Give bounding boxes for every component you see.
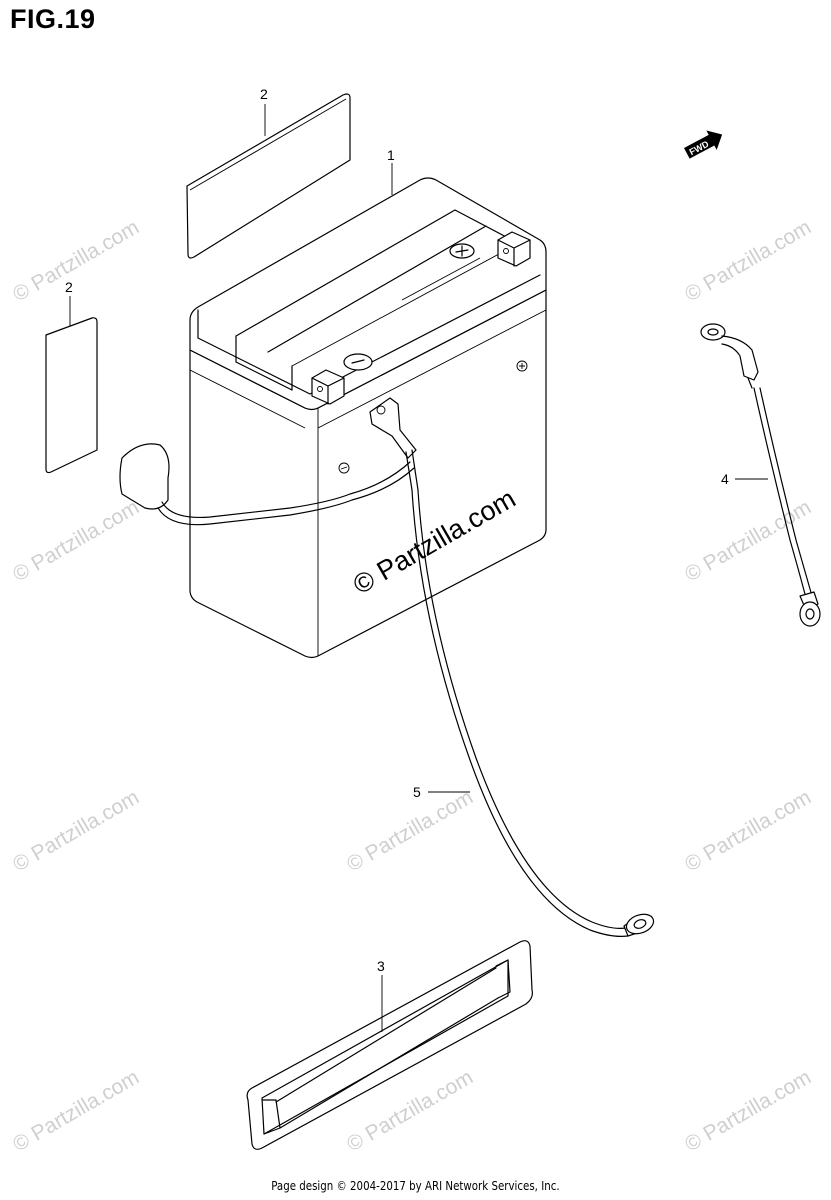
callout-number-1: 1 bbox=[387, 147, 395, 163]
watermark-text: © Partzilla.com bbox=[343, 786, 477, 877]
callout-number-3: 3 bbox=[377, 958, 385, 974]
battery-breather-tube bbox=[119, 443, 415, 526]
watermark-text: © Partzilla.com bbox=[9, 496, 143, 587]
part-3-strap bbox=[246, 940, 533, 1150]
leader-lines bbox=[69, 104, 768, 1032]
part-5-cable bbox=[369, 397, 655, 937]
part-1-battery bbox=[189, 177, 547, 659]
figure-title: FIG.19 bbox=[10, 4, 96, 34]
watermark-text: © Partzilla.com bbox=[681, 786, 815, 877]
watermark-text: © Partzilla.com bbox=[681, 496, 815, 587]
callout-number-2-left: 2 bbox=[65, 279, 73, 295]
fwd-arrow-icon: FWD bbox=[684, 130, 723, 159]
part-2-label-sheet-upper bbox=[186, 93, 351, 259]
part-4-cable bbox=[700, 323, 821, 627]
part-2-label-sheet-left bbox=[45, 317, 98, 474]
callout-number-2-upper: 2 bbox=[260, 86, 268, 102]
watermark-text: © Partzilla.com bbox=[681, 216, 815, 307]
watermark-text: © Partzilla.com bbox=[681, 1066, 815, 1157]
watermark-text: © Partzilla.com bbox=[9, 216, 143, 307]
page-footer: Page design © 2004-2017 by ARI Network S… bbox=[271, 1178, 560, 1193]
watermark-text: © Partzilla.com bbox=[9, 1066, 143, 1157]
callout-number-5: 5 bbox=[413, 784, 421, 800]
callout-number-4: 4 bbox=[721, 471, 729, 487]
watermark-text: © Partzilla.com bbox=[9, 786, 143, 877]
